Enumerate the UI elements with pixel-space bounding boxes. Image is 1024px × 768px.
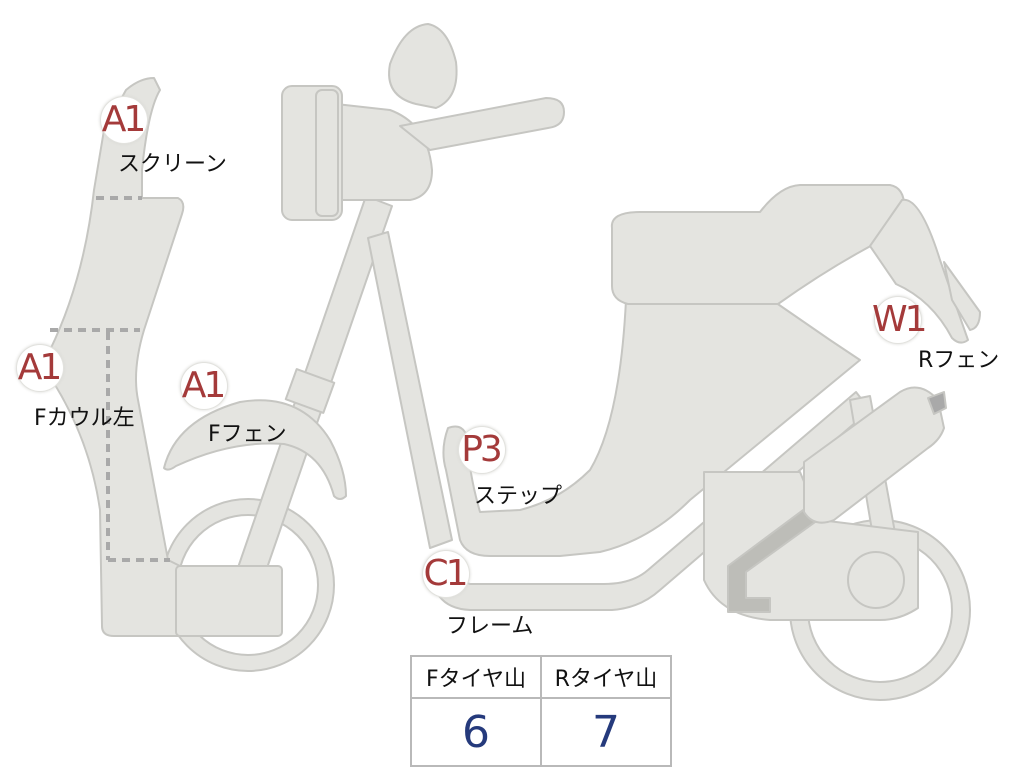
tire-tread-table: Fタイヤ山 Rタイヤ山 6 7 (410, 655, 672, 767)
tread-value-row: 6 7 (410, 697, 672, 767)
handlebar (399, 97, 565, 151)
marker-cowl-left-code: A1 (17, 345, 63, 391)
handlebar-head (335, 103, 433, 201)
marker-cowl-left-label: Fカウル左 (34, 406, 135, 431)
mirror (388, 23, 458, 109)
front-tire-tread-header: Fタイヤ山 (410, 655, 542, 699)
marker-front-fender-label: Fフェン (208, 422, 287, 447)
rear-tire-tread-header: Rタイヤ山 (540, 655, 672, 699)
cowl-foot (175, 565, 283, 637)
rear-hub (847, 551, 905, 609)
marker-front-fender-code: A1 (181, 363, 227, 409)
fork-bracket (284, 368, 336, 414)
dashed-regions (50, 196, 170, 562)
marker-step-code: P3 (459, 427, 505, 473)
marker-frame-code: C1 (423, 551, 469, 597)
marker-frame-label: フレーム (446, 614, 534, 639)
muffler (803, 386, 945, 524)
marker-screen-code: A1 (101, 97, 147, 143)
scooter-silhouette (49, 23, 981, 701)
headlight-lens (315, 89, 339, 217)
down-tube (367, 231, 453, 549)
marker-rear-fender-code: W1 (872, 297, 928, 343)
front-tire-tread-value: 6 (410, 697, 542, 767)
marker-step-label: ステップ (474, 484, 563, 509)
seat (610, 184, 906, 305)
rear-lamp (943, 261, 981, 331)
rear-tail (869, 198, 969, 344)
marker-screen-label: スクリーン (118, 152, 227, 177)
tread-header-row: Fタイヤ山 Rタイヤ山 (410, 655, 672, 699)
muffler-tip (927, 391, 947, 415)
marker-rear-fender-label: Rフェン (918, 348, 1000, 373)
front-fender (163, 399, 347, 500)
rear-tire-tread-value: 7 (540, 697, 672, 767)
